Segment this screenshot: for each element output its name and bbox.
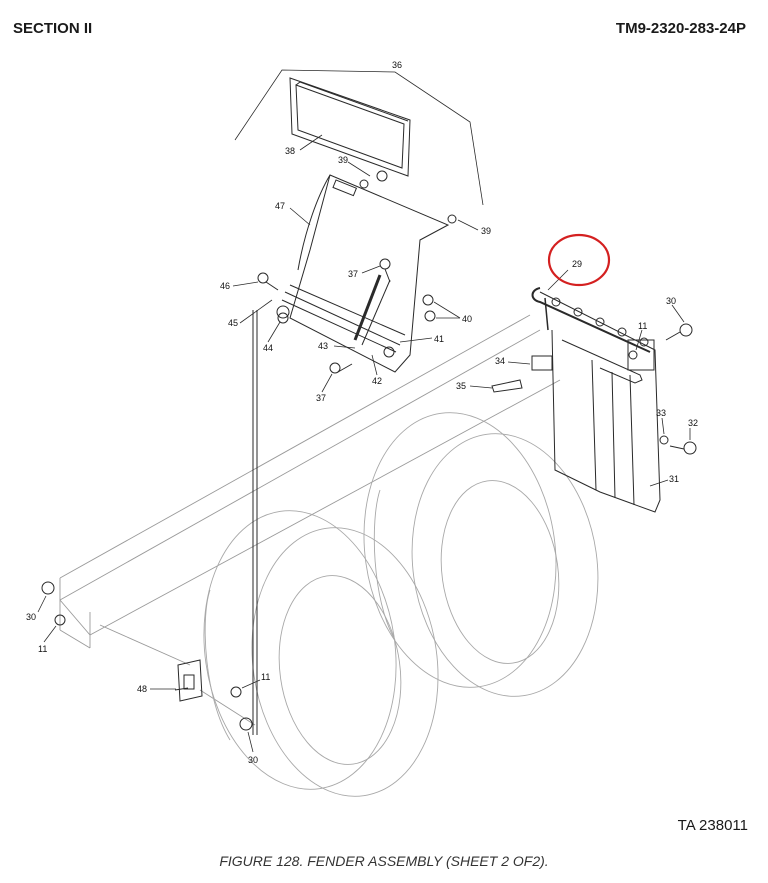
callout-46: 46 bbox=[220, 281, 230, 291]
callout-37-top: 37 bbox=[348, 269, 358, 279]
callout-31: 31 bbox=[669, 474, 679, 484]
callout-37-bottom: 37 bbox=[316, 393, 326, 403]
callout-39-top: 39 bbox=[338, 155, 348, 165]
callout-33: 33 bbox=[656, 408, 666, 418]
mud-flap-panel-38 bbox=[289, 77, 411, 177]
callout-39-right: 39 bbox=[481, 226, 491, 236]
callout-35: 35 bbox=[456, 381, 466, 391]
section-header: SECTION II bbox=[13, 20, 93, 37]
support-rod bbox=[252, 310, 258, 735]
leader-lines bbox=[37, 69, 691, 753]
highlight-circle bbox=[547, 233, 611, 287]
callout-36: 36 bbox=[392, 60, 402, 70]
manual-number: TM9-2320-283-24P bbox=[615, 20, 746, 37]
callout-40: 40 bbox=[462, 314, 472, 324]
callout-11-right: 11 bbox=[638, 321, 647, 331]
callout-41: 41 bbox=[434, 334, 444, 344]
callout-48: 48 bbox=[137, 684, 147, 694]
callout-11-left: 11 bbox=[38, 644, 47, 654]
figure-caption: FIGURE 128. FENDER ASSEMBLY (SHEET 2 OF2… bbox=[219, 853, 549, 869]
callout-labels: 36 38 39 39 47 37 46 45 44 43 37 42 41 4… bbox=[26, 60, 698, 765]
callout-11-bottom: 11 bbox=[261, 672, 270, 682]
hardware bbox=[41, 170, 697, 731]
callout-30-right: 30 bbox=[666, 296, 676, 306]
callout-34: 34 bbox=[495, 356, 505, 366]
callout-43: 43 bbox=[318, 341, 328, 351]
fender-47 bbox=[276, 174, 450, 373]
callout-30-bottom: 30 bbox=[248, 755, 258, 765]
callout-29: 29 bbox=[572, 259, 582, 269]
tires bbox=[203, 412, 599, 797]
callout-44: 44 bbox=[263, 343, 273, 353]
callout-30-left: 30 bbox=[26, 612, 36, 622]
callout-42: 42 bbox=[372, 376, 382, 386]
callout-32: 32 bbox=[688, 418, 698, 428]
mud-flap-31 bbox=[531, 287, 661, 513]
callout-45: 45 bbox=[228, 318, 238, 328]
trailer-frame bbox=[59, 314, 561, 726]
ta-number: TA 238011 bbox=[677, 817, 748, 834]
callout-47: 47 bbox=[275, 201, 285, 211]
bracket-plate-48 bbox=[174, 659, 203, 702]
callout-38: 38 bbox=[285, 146, 295, 156]
